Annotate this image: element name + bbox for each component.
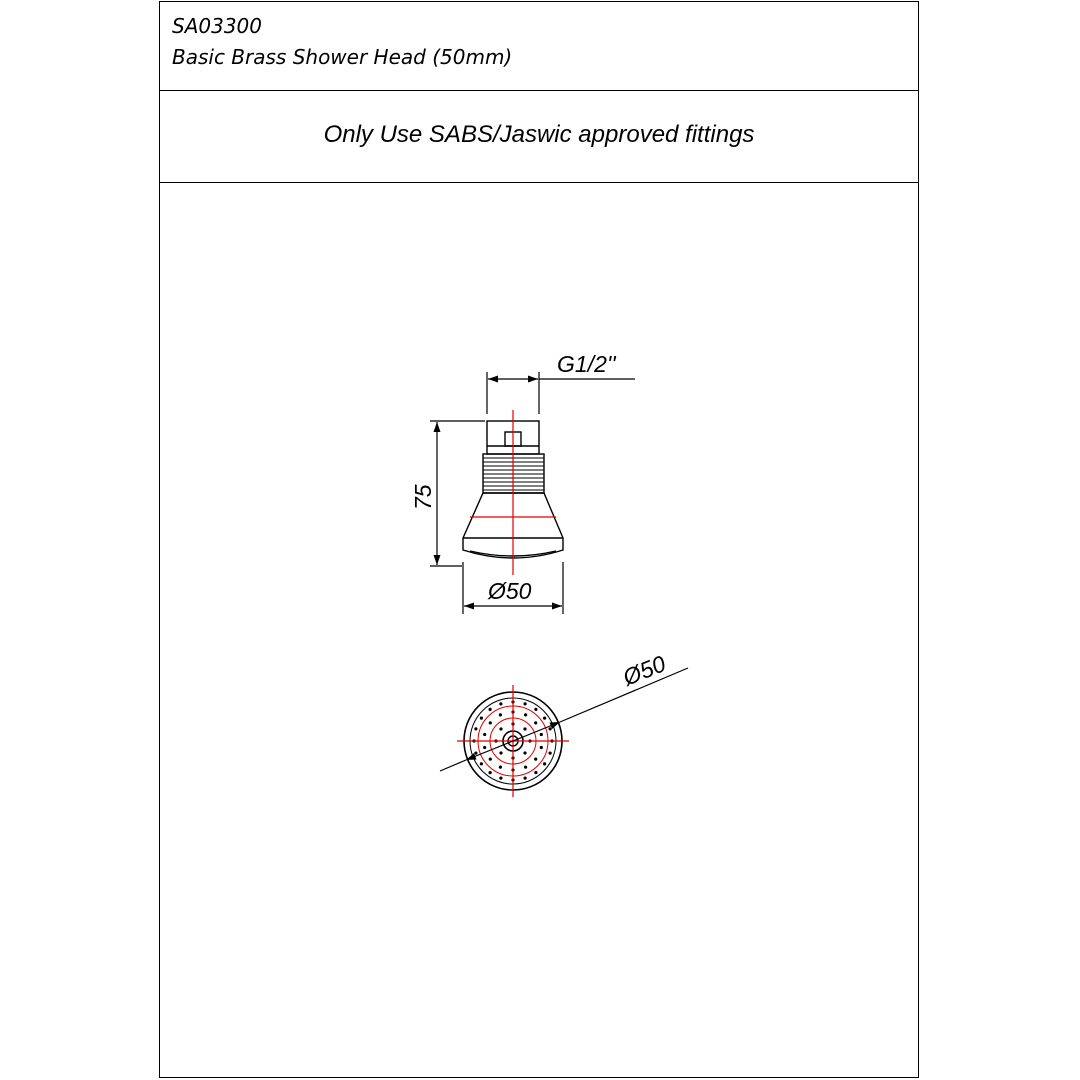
cone-body: [462, 492, 564, 559]
side-diameter-label: Ø50: [487, 578, 532, 604]
spray-hole: [488, 707, 492, 712]
spray-hole: [548, 751, 552, 755]
spray-hole: [539, 732, 543, 737]
spray-hole: [479, 762, 483, 766]
spray-hole: [488, 771, 492, 775]
title-block: SA03300 Basic Brass Shower Head (50mm): [160, 2, 918, 91]
product-code: SA03300: [172, 14, 262, 38]
spray-hole: [499, 702, 503, 706]
spray-hole: [534, 771, 538, 775]
spray-hole: [523, 702, 527, 706]
spray-hole: [488, 757, 492, 761]
approval-note: Only Use SABS/Jaswic approved fittings: [323, 121, 755, 148]
product-name: Basic Brass Shower Head (50mm): [172, 45, 513, 69]
spray-hole: [523, 727, 527, 731]
side-dimensions: [430, 372, 635, 614]
note-block: Only Use SABS/Jaswic approved fittings: [160, 91, 918, 183]
spray-hole: [499, 776, 503, 780]
spray-hole: [474, 751, 478, 755]
spray-hole: [498, 765, 502, 769]
spray-hole: [483, 745, 487, 750]
spray-hole: [524, 765, 528, 769]
thread-dimension-label: G1/2'': [557, 351, 617, 377]
spray-hole: [543, 762, 547, 766]
spray-hole: [483, 732, 487, 737]
spray-hole: [548, 727, 552, 731]
spray-hole: [479, 716, 483, 720]
drawing-sheet: SA03300 Basic Brass Shower Head (50mm) O…: [159, 1, 919, 1078]
spray-hole: [534, 757, 538, 761]
spray-hole: [523, 776, 527, 780]
spray-hole: [523, 751, 527, 755]
spray-hole: [499, 751, 503, 755]
spray-hole: [499, 727, 503, 731]
spray-hole: [498, 713, 502, 717]
spray-hole: [539, 745, 543, 750]
spray-hole: [488, 721, 492, 725]
spray-hole: [534, 721, 538, 725]
height-dimension-label: 75: [410, 484, 436, 510]
face-dimension: [439, 667, 689, 772]
spray-hole: [534, 707, 538, 712]
side-centerlines: [470, 410, 556, 575]
spray-hole: [524, 713, 528, 717]
spray-hole: [543, 716, 547, 720]
spray-hole: [474, 727, 478, 731]
face-diameter-label: Ø50: [618, 650, 669, 691]
